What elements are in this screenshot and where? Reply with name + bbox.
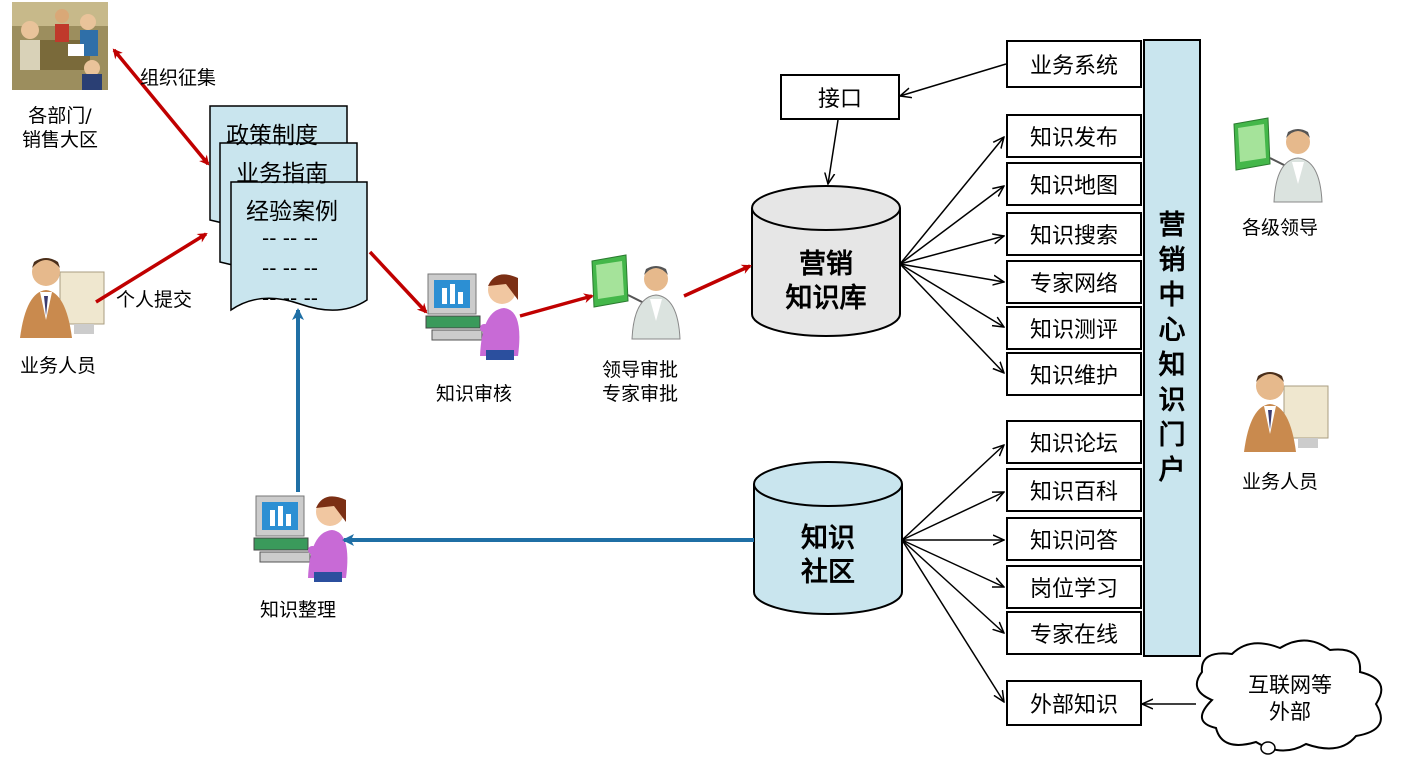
staff-left-label: 业务人员 <box>19 355 96 377</box>
doc-dash-line: -- -- -- <box>262 226 319 250</box>
external-cloud <box>1195 639 1383 752</box>
cloud-label: 互联网等 外部 <box>1248 673 1332 724</box>
businessman-icon <box>1244 372 1329 452</box>
organize-label: 知识整理 <box>259 599 336 621</box>
portal-item-qa[interactable]: 知识问答 <box>1006 517 1142 561</box>
black-connector-arrows <box>828 63 1196 704</box>
computer-worker-icon <box>425 273 520 360</box>
portal-item-expert-online[interactable]: 专家在线 <box>1006 611 1142 655</box>
document-stack <box>209 105 368 312</box>
doc-dash-line: -- -- -- <box>262 256 319 280</box>
portal-title-char: 心 <box>1158 315 1186 346</box>
cases-doc-title: 经验案例 <box>246 199 338 225</box>
portal-item-wiki[interactable]: 知识百科 <box>1006 468 1142 512</box>
portal-title: 营 销 中 心 知 识 门 户 <box>1144 40 1200 656</box>
presenter-icon <box>591 254 681 340</box>
review-label: 知识审核 <box>435 383 512 405</box>
portal-title-char: 门 <box>1158 420 1186 451</box>
portal-title-char: 户 <box>1158 455 1186 486</box>
portal-bar <box>1143 39 1201 657</box>
marketing-kb-cylinder <box>751 185 901 337</box>
presenter-icon <box>1233 117 1323 203</box>
staff-right-label: 业务人员 <box>1241 471 1318 493</box>
portal-title-char: 知 <box>1158 350 1186 381</box>
doc-dash-line: -- -- -- <box>262 286 319 310</box>
guide-doc-title: 业务指南 <box>236 161 328 187</box>
marketing-kb-label: 营销 知识库 <box>785 249 867 314</box>
portal-item-expert-network[interactable]: 专家网络 <box>1006 260 1142 304</box>
portal-item-map[interactable]: 知识地图 <box>1006 162 1142 206</box>
portal-item-maintenance[interactable]: 知识维护 <box>1006 352 1142 396</box>
personal-submit-label: 个人提交 <box>116 289 193 311</box>
community-label: 知识 社区 <box>801 523 855 588</box>
blue-flow-arrows <box>292 308 754 546</box>
red-flow-arrows <box>95 48 752 318</box>
computer-worker-icon <box>253 495 348 582</box>
portal-title-char: 销 <box>1158 245 1186 276</box>
portal-item-assessment[interactable]: 知识测评 <box>1006 306 1142 350</box>
businessman-icon <box>20 258 105 338</box>
portal-title-char: 中 <box>1158 280 1186 311</box>
business-system-box: 业务系统 <box>1006 40 1142 88</box>
approval-label: 领导审批 专家审批 <box>601 359 678 405</box>
portal-title-char: 营 <box>1158 210 1186 241</box>
portal-item-job-learning[interactable]: 岗位学习 <box>1006 565 1142 609</box>
community-cylinder <box>753 461 903 615</box>
leaders-label: 各级领导 <box>1241 217 1318 239</box>
meeting-photo-icon <box>12 2 108 90</box>
portal-title-char: 识 <box>1158 385 1186 416</box>
portal-item-publish[interactable]: 知识发布 <box>1006 114 1142 158</box>
interface-box: 接口 <box>780 74 900 120</box>
departments-label: 各部门/ 销售大区 <box>21 105 98 151</box>
collect-label: 组织征集 <box>140 67 217 89</box>
policy-doc-title: 政策制度 <box>226 123 318 149</box>
external-knowledge-box: 外部知识 <box>1006 680 1142 726</box>
portal-item-search[interactable]: 知识搜索 <box>1006 212 1142 256</box>
portal-item-forum[interactable]: 知识论坛 <box>1006 420 1142 464</box>
